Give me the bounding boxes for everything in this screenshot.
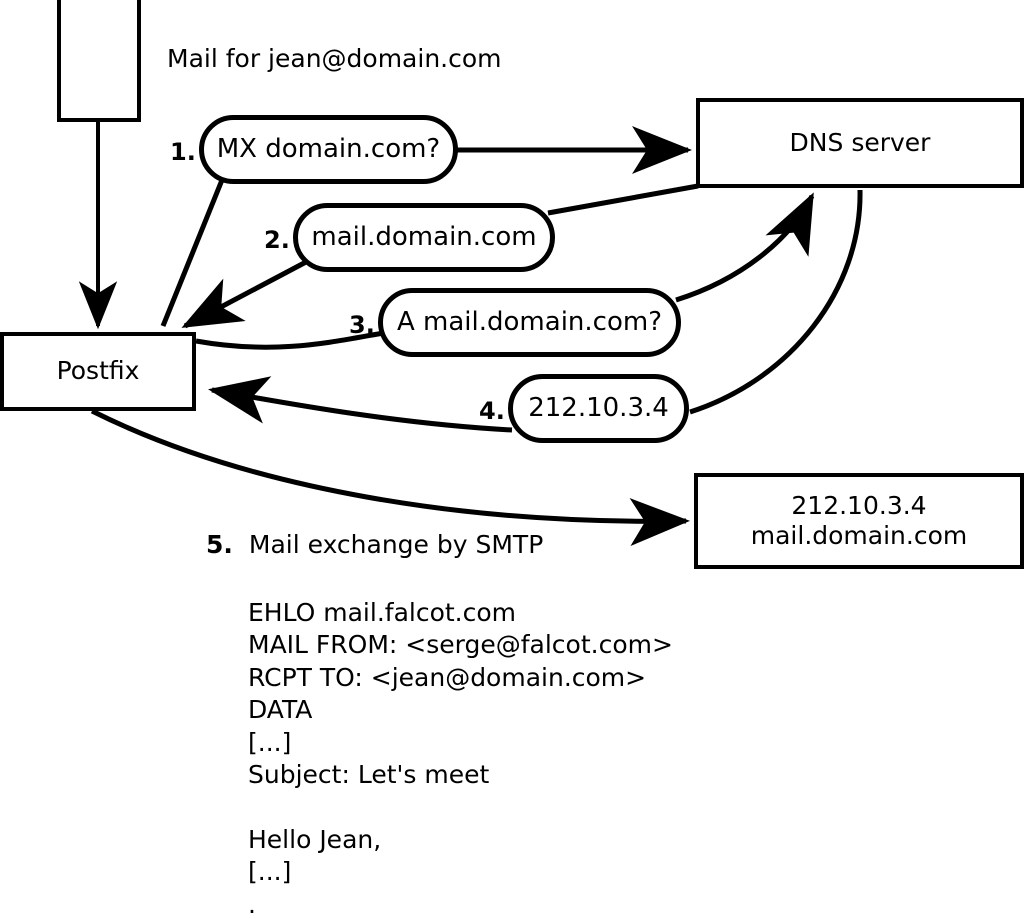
smtp-transcript: EHLO mail.falcot.com MAIL FROM: <serge@f… (248, 598, 673, 919)
message-bubble-1-label: MX domain.com? (216, 133, 441, 164)
sender-mail-box (57, 0, 141, 122)
step-number-5: 5. (206, 530, 233, 559)
message-bubble-4-label: 212.10.3.4 (528, 392, 669, 423)
step-number-3: 3. (349, 311, 375, 339)
step-5-row: 5. Mail exchange by SMTP (206, 530, 543, 559)
step-number-1: 1. (170, 138, 196, 166)
message-bubble-2: mail.domain.com (293, 203, 555, 272)
message-bubble-4: 212.10.3.4 (508, 374, 689, 443)
mail-server-box: 212.10.3.4 mail.domain.com (694, 473, 1024, 569)
mail-caption: Mail for jean@domain.com (167, 44, 502, 73)
step-number-2: 2. (264, 226, 290, 254)
message-bubble-1: MX domain.com? (199, 115, 458, 184)
postfix-box-label: Postfix (56, 356, 140, 386)
edge-postfix-to-bubble1 (160, 179, 225, 327)
step-number-4: 4. (479, 397, 505, 425)
message-bubble-3-label: A mail.domain.com? (397, 306, 662, 337)
edge-bubble2-to-postfix (181, 259, 308, 329)
edge-bubble3-to-dns (675, 192, 815, 303)
step-5-label: Mail exchange by SMTP (248, 530, 544, 559)
postfix-box: Postfix (0, 332, 196, 411)
dns-server-box: DNS server (696, 98, 1024, 188)
edge-dns-to-bubble2 (547, 183, 699, 216)
edge-dns-to-bubble4 (689, 189, 863, 415)
mail-server-box-label: 212.10.3.4 mail.domain.com (750, 490, 968, 551)
edge-bubble4-to-postfix (208, 376, 513, 433)
dns-server-box-label: DNS server (789, 127, 931, 157)
message-bubble-3: A mail.domain.com? (378, 288, 681, 357)
message-bubble-2-label: mail.domain.com (311, 221, 537, 252)
